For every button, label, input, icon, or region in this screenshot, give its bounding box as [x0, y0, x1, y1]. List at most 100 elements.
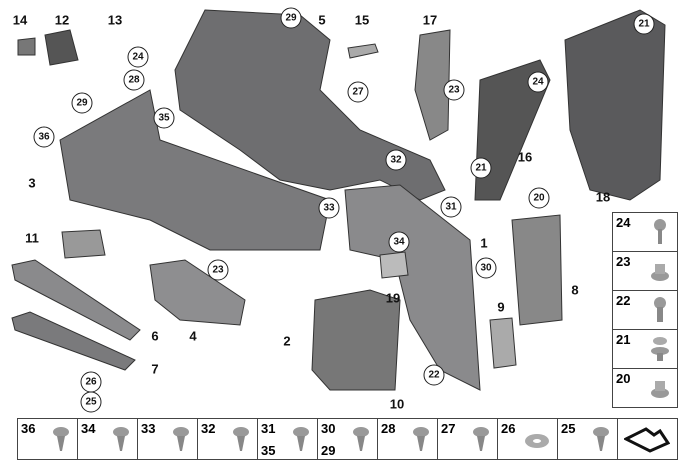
orientation-arrow-icon — [624, 427, 670, 453]
push-rivet-icon — [113, 427, 129, 451]
legend-item-21: 21 — [612, 329, 678, 369]
legend-number: 25 — [561, 421, 576, 436]
self-tapping-screw-icon — [593, 427, 609, 451]
part-18-side-panel — [564, 9, 666, 201]
callout-27: 27 — [347, 81, 369, 103]
legend-number-secondary: 29 — [321, 443, 336, 458]
callout-23: 23 — [207, 259, 229, 281]
legend-item-24: 24 — [612, 212, 678, 252]
part-8-module — [511, 214, 563, 326]
callout-23: 23 — [443, 79, 465, 101]
legend-item-36: 36 — [17, 418, 79, 460]
clip-icon — [173, 427, 189, 451]
expanding-rivet-icon — [353, 427, 369, 451]
legend-number: 20 — [616, 371, 631, 386]
legend-number: 24 — [616, 215, 631, 230]
label-1: 1 — [480, 235, 488, 251]
callout-29: 29 — [71, 92, 93, 114]
part-2-speaker — [311, 289, 401, 391]
legend-item-32: 32 — [197, 418, 259, 460]
washer-icon — [525, 434, 549, 448]
legend-number: 21 — [616, 332, 631, 347]
clip-icon — [53, 427, 69, 451]
legend-number: 22 — [616, 293, 631, 308]
legend-number-secondary: 35 — [261, 443, 276, 458]
callout-21: 21 — [470, 157, 492, 179]
legend-number: 31 — [261, 421, 276, 436]
legend-number: 36 — [21, 421, 36, 436]
callout-36: 36 — [33, 126, 55, 148]
label-7: 7 — [151, 361, 159, 377]
legend-item-22: 22 — [612, 290, 678, 330]
label-8: 8 — [571, 282, 579, 298]
part-17-bracket — [414, 29, 451, 141]
callout-24: 24 — [127, 46, 149, 68]
part-15-clip — [347, 43, 379, 59]
expanding-rivet-icon — [293, 427, 309, 451]
legend-number: 23 — [616, 254, 631, 269]
label-10: 10 — [389, 396, 405, 412]
callout-33: 33 — [318, 197, 340, 219]
flange-nut-icon — [651, 381, 669, 398]
callout-35: 35 — [153, 107, 175, 129]
label-17: 17 — [422, 12, 438, 28]
part-7-strip — [11, 311, 136, 371]
callout-28: 28 — [123, 69, 145, 91]
label-13: 13 — [107, 12, 123, 28]
legend-item-20: 20 — [612, 368, 678, 408]
label-6: 6 — [151, 328, 159, 344]
label-12: 12 — [54, 12, 70, 28]
legend-item-23: 23 — [612, 251, 678, 291]
label-19: 19 — [385, 290, 401, 306]
callout-25: 25 — [80, 391, 102, 413]
label-15: 15 — [354, 12, 370, 28]
flange-nut-icon — [651, 264, 669, 281]
label-3: 3 — [28, 175, 36, 191]
callout-30: 30 — [475, 257, 497, 279]
part-14-clip — [17, 37, 36, 56]
legend-number: 28 — [381, 421, 396, 436]
callout-29: 29 — [280, 7, 302, 29]
legend-item-25: 25 — [557, 418, 619, 460]
part-4-cover — [149, 259, 246, 326]
label-9: 9 — [497, 299, 505, 315]
legend-item-26: 26 — [497, 418, 559, 460]
legend-number: 30 — [321, 421, 336, 436]
part-16-bracket — [474, 59, 551, 201]
part-12-bracket — [44, 29, 79, 66]
label-18: 18 — [595, 189, 611, 205]
part-5-center-trim — [174, 9, 446, 201]
callout-34: 34 — [388, 231, 410, 253]
label-4: 4 — [189, 328, 197, 344]
label-11: 11 — [25, 230, 39, 246]
callout-24: 24 — [527, 71, 549, 93]
legend-number: 33 — [141, 421, 156, 436]
legend-number: 34 — [81, 421, 96, 436]
legend-number: 26 — [501, 421, 516, 436]
label-2: 2 — [283, 333, 291, 349]
callout-31: 31 — [440, 196, 462, 218]
part-9-clip — [489, 317, 517, 369]
callout-21: 21 — [633, 13, 655, 35]
clip-icon — [473, 427, 489, 451]
callout-22: 22 — [423, 364, 445, 386]
part-19-grille — [379, 251, 409, 279]
legend-item-33: 33 — [137, 418, 199, 460]
part-11-cap — [61, 229, 106, 259]
part-3-side-trim — [59, 89, 331, 251]
label-14: 14 — [12, 12, 28, 28]
legend-item-orientation — [617, 418, 678, 460]
callout-32: 32 — [385, 149, 407, 171]
callout-26: 26 — [80, 371, 102, 393]
speed-nut-icon — [233, 427, 249, 451]
legend-item-34: 34 — [77, 418, 139, 460]
callout-20: 20 — [528, 187, 550, 209]
label-5: 5 — [318, 12, 326, 28]
part-6-strip — [11, 259, 141, 341]
legend-item-27: 27 — [437, 418, 499, 460]
legend-number: 32 — [201, 421, 216, 436]
